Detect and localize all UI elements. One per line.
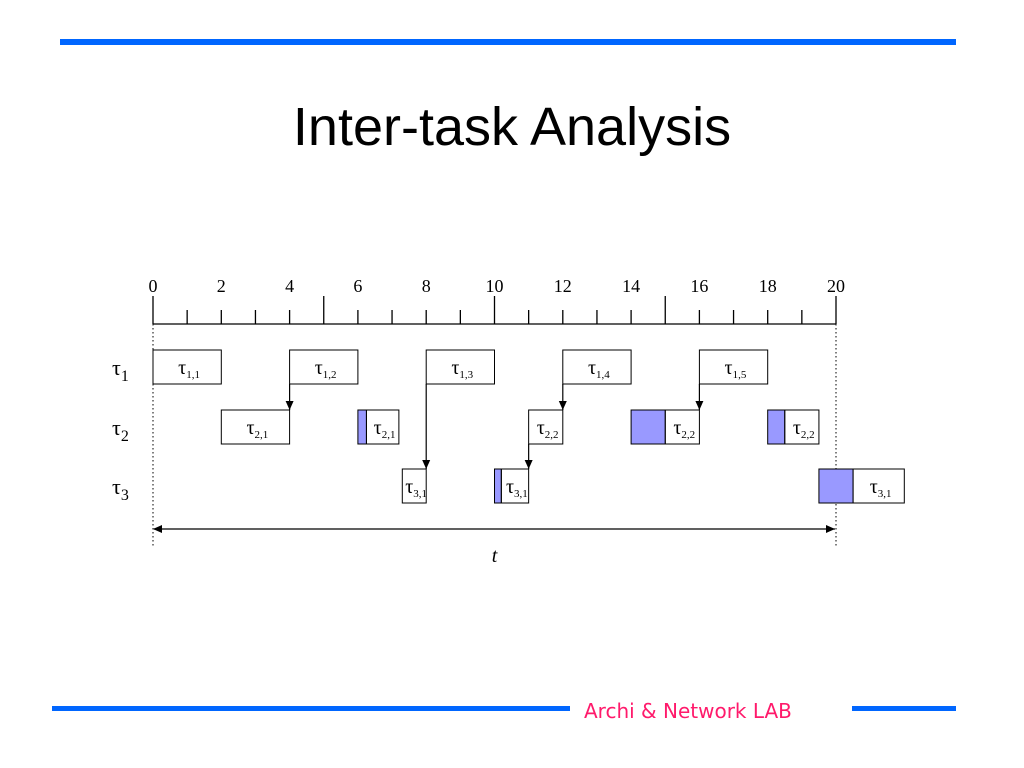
job-label: τ1,3 [451,357,473,381]
tick-label-18: 18 [759,276,777,296]
job-box: τ3,1 [494,468,530,504]
job-box: τ3,1 [401,468,427,504]
footer-lab-name: Archi & Network LAB [584,699,792,723]
job-rect [852,468,905,504]
time-span-label: t [492,545,498,567]
tick-label-4: 4 [285,276,294,296]
row-label-tau3: τ3 [112,474,129,504]
job-rect [152,349,222,385]
job-rect [425,349,496,385]
job-box: τ2,1 [357,409,400,445]
job-box: τ2,1 [220,409,291,445]
job-rect [365,409,400,445]
job-label: τ2,1 [374,417,396,441]
tick-label-12: 12 [554,276,572,296]
tick-label-16: 16 [690,276,708,296]
job-label: τ3,1 [870,476,892,500]
footer-line-right [852,706,956,711]
job-rect [289,349,359,385]
job-rect [528,409,564,445]
job-label: τ1,2 [315,357,337,381]
row-label-tau2: τ2 [112,415,129,445]
top-accent-bar [60,39,956,45]
footer-line-left [52,706,570,711]
job-box: τ1,2 [289,349,359,385]
job-box: τ1,4 [562,349,632,385]
job-rect [220,409,291,445]
preemption-segment [767,409,786,445]
job-rect [698,349,769,385]
tick-label-10: 10 [486,276,504,296]
tick-label-6: 6 [353,276,362,296]
job-rect [500,468,530,504]
job-box: τ2,2 [767,409,820,445]
job-label: τ1,4 [588,357,610,381]
job-rect [562,349,632,385]
job-box: τ1,3 [425,349,496,385]
job-rect [784,409,820,445]
job-label: τ2,2 [793,417,815,441]
row-label-tau1: τ1 [112,355,129,385]
tick-label-8: 8 [422,276,431,296]
job-label: τ2,2 [673,417,695,441]
job-box: τ3,1 [818,468,905,504]
job-label: τ1,5 [725,357,747,381]
tick-label-0: 0 [149,276,158,296]
preemption-segment [494,468,502,504]
preemption-segment [630,409,666,445]
tick-label-2: 2 [217,276,226,296]
preemption-segment [818,468,854,504]
job-box: τ2,2 [528,409,564,445]
job-label: τ2,1 [246,417,268,441]
job-label: τ3,1 [405,476,427,500]
tick-label-14: 14 [622,276,640,296]
job-box: τ2,2 [630,409,700,445]
tick-label-20: 20 [827,276,845,296]
job-box: τ1,5 [698,349,769,385]
job-label: τ1,1 [178,357,200,381]
job-rect [664,409,700,445]
slide-title: Inter-task Analysis [292,97,732,157]
preemption-segment [357,409,367,445]
job-box: τ1,1 [152,349,222,385]
job-label: τ3,1 [506,476,528,500]
job-rect [401,468,427,504]
job-label: τ2,2 [537,417,559,441]
